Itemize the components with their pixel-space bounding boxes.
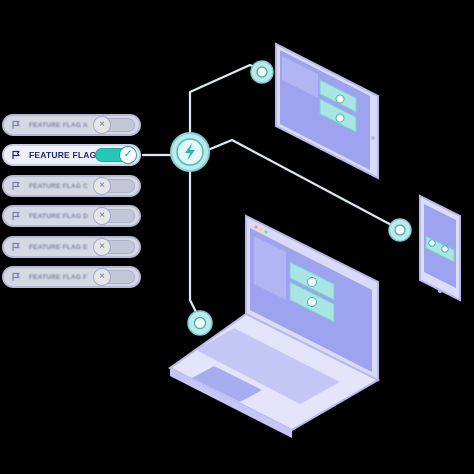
laptop-trackpad <box>192 366 262 402</box>
connector-to-phone <box>206 138 399 230</box>
feature-flag-row[interactable]: FEATURE FLAG A × <box>2 114 141 136</box>
hub-node <box>170 132 210 172</box>
laptop-keyboard <box>196 328 340 404</box>
feature-flag-label: FEATURE FLAG F <box>29 273 88 281</box>
tablet-device <box>275 42 379 180</box>
connector-to-laptop <box>188 166 202 322</box>
feature-flag-row[interactable]: FEATURE FLAG D × <box>2 205 141 227</box>
flag-icon <box>9 209 23 223</box>
feature-flag-label: FEATURE FLAG B <box>29 150 106 160</box>
feature-flag-toggle[interactable]: × <box>93 238 135 256</box>
feature-flag-label: FEATURE FLAG E <box>29 243 88 251</box>
feature-flag-label: FEATURE FLAG C <box>29 182 89 190</box>
feature-flag-toggle[interactable]: ✓ <box>95 146 137 164</box>
x-icon: × <box>93 268 111 286</box>
feature-flag-row[interactable]: FEATURE FLAG F × <box>2 266 141 288</box>
feature-flag-toggle[interactable]: × <box>93 116 135 134</box>
flag-icon <box>9 179 23 193</box>
feature-flag-label: FEATURE FLAG A <box>29 121 88 129</box>
laptop-device <box>168 214 381 438</box>
feature-flag-row[interactable]: FEATURE FLAG E × <box>2 236 141 258</box>
x-icon: × <box>93 177 111 195</box>
x-icon: × <box>93 238 111 256</box>
laptop-node <box>187 310 213 336</box>
x-icon: × <box>93 207 111 225</box>
feature-flag-toggle[interactable]: × <box>93 268 135 286</box>
feature-flag-label: FEATURE FLAG D <box>29 212 89 220</box>
flag-icon <box>9 270 23 284</box>
feature-flag-toggle[interactable]: × <box>93 177 135 195</box>
tablet-node <box>250 60 274 84</box>
feature-flag-row[interactable]: FEATURE FLAG B ✓ <box>2 144 141 166</box>
phone-device <box>419 194 461 302</box>
check-icon: ✓ <box>119 146 137 164</box>
flag-icon <box>9 148 23 162</box>
flag-icon <box>9 240 23 254</box>
lightning-bolt-icon <box>185 143 195 161</box>
flag-icon <box>9 118 23 132</box>
feature-flag-toggle[interactable]: × <box>93 207 135 225</box>
phone-node <box>388 218 412 242</box>
feature-flag-row[interactable]: FEATURE FLAG C × <box>2 175 141 197</box>
x-icon: × <box>93 116 111 134</box>
